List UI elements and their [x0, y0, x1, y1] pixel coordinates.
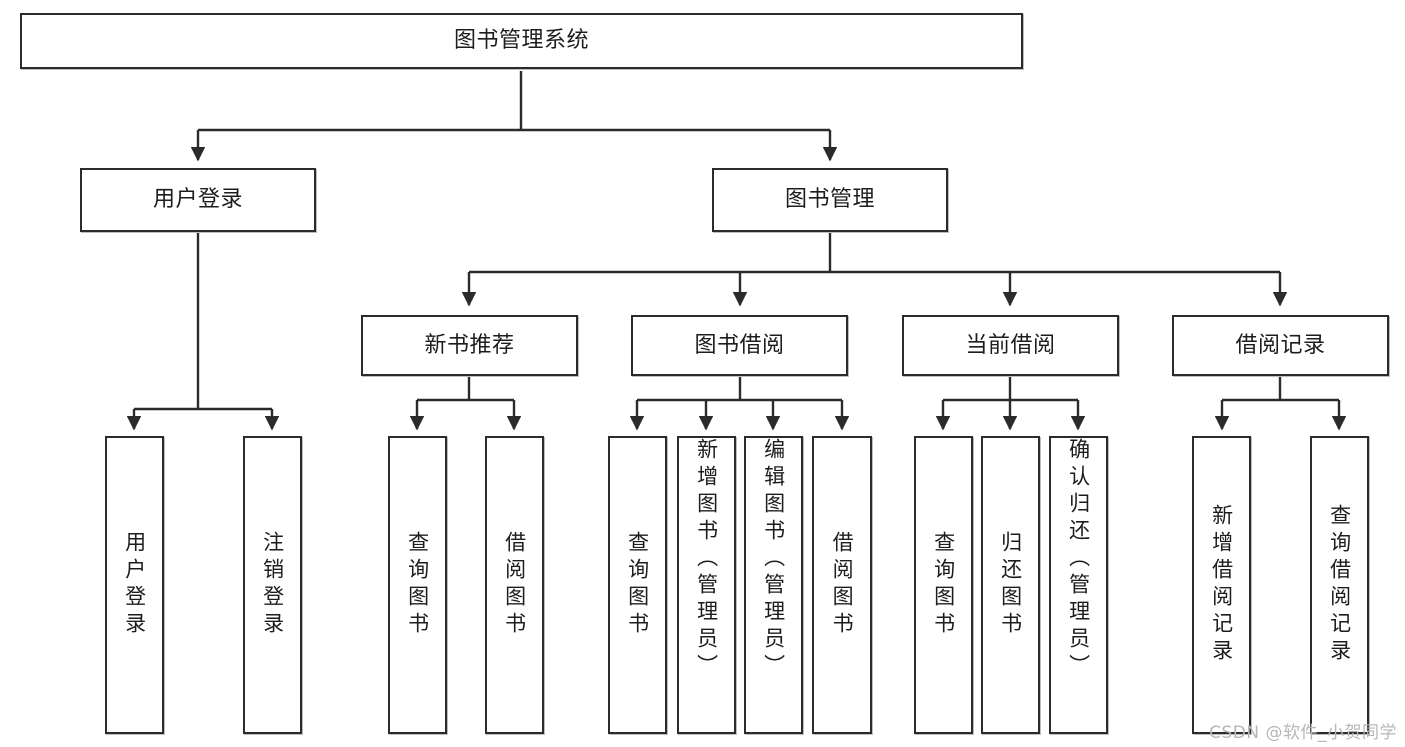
node-leaf-add-book[interactable]: 新增图书（管理员）: [677, 436, 736, 734]
node-leaf-logout-login[interactable]: 注销登录: [243, 436, 302, 734]
node-leaf-edit-book[interactable]: 编辑图书（管理员）: [744, 436, 803, 734]
node-leaf-query-record-label: 查询借阅记录: [1327, 504, 1352, 666]
node-user-login[interactable]: 用户登录: [80, 168, 316, 232]
node-user-login-label: 用户登录: [152, 187, 243, 213]
node-leaf-add-book-label: 新增图书（管理员）: [694, 438, 719, 681]
node-leaf-query-book-3[interactable]: 查询图书: [914, 436, 973, 734]
node-leaf-user-login-label: 用户登录: [122, 531, 147, 639]
node-leaf-add-record[interactable]: 新增借阅记录: [1192, 436, 1251, 734]
node-leaf-borrow-book-1[interactable]: 借阅图书: [485, 436, 544, 734]
node-leaf-return-book-label: 归还图书: [998, 531, 1023, 639]
node-root-label: 图书管理系统: [453, 28, 589, 54]
node-leaf-query-record[interactable]: 查询借阅记录: [1310, 436, 1369, 734]
node-new-book-recommend-label: 新书推荐: [424, 332, 515, 358]
node-current-borrow-label: 当前借阅: [965, 332, 1056, 358]
node-leaf-query-book-1-label: 查询图书: [405, 531, 430, 639]
node-leaf-borrow-book-1-label: 借阅图书: [502, 531, 527, 639]
node-book-manage-label: 图书管理: [784, 187, 875, 213]
node-book-borrow[interactable]: 图书借阅: [631, 315, 848, 376]
node-borrow-record[interactable]: 借阅记录: [1172, 315, 1389, 376]
node-leaf-query-book-3-label: 查询图书: [931, 531, 956, 639]
node-borrow-record-label: 借阅记录: [1235, 332, 1326, 358]
node-current-borrow[interactable]: 当前借阅: [902, 315, 1119, 376]
node-root[interactable]: 图书管理系统: [20, 13, 1023, 69]
node-leaf-query-book-2-label: 查询图书: [625, 531, 650, 639]
node-book-borrow-label: 图书借阅: [694, 332, 785, 358]
node-leaf-borrow-book-2-label: 借阅图书: [830, 531, 855, 639]
csdn-watermark: CSDN @软件_小贺同学: [1209, 723, 1397, 743]
node-leaf-query-book-2[interactable]: 查询图书: [608, 436, 667, 734]
node-leaf-confirm-return-label: 确认归还（管理员）: [1066, 438, 1091, 681]
node-leaf-borrow-book-2[interactable]: 借阅图书: [812, 436, 872, 734]
node-leaf-user-login[interactable]: 用户登录: [105, 436, 164, 734]
node-new-book-recommend[interactable]: 新书推荐: [361, 315, 578, 376]
node-book-manage[interactable]: 图书管理: [712, 168, 948, 232]
node-leaf-return-book[interactable]: 归还图书: [981, 436, 1040, 734]
node-leaf-edit-book-label: 编辑图书（管理员）: [761, 438, 786, 681]
node-leaf-confirm-return[interactable]: 确认归还（管理员）: [1049, 436, 1108, 734]
node-leaf-add-record-label: 新增借阅记录: [1209, 504, 1234, 666]
node-leaf-query-book-1[interactable]: 查询图书: [388, 436, 447, 734]
node-leaf-logout-login-label: 注销登录: [260, 531, 285, 639]
